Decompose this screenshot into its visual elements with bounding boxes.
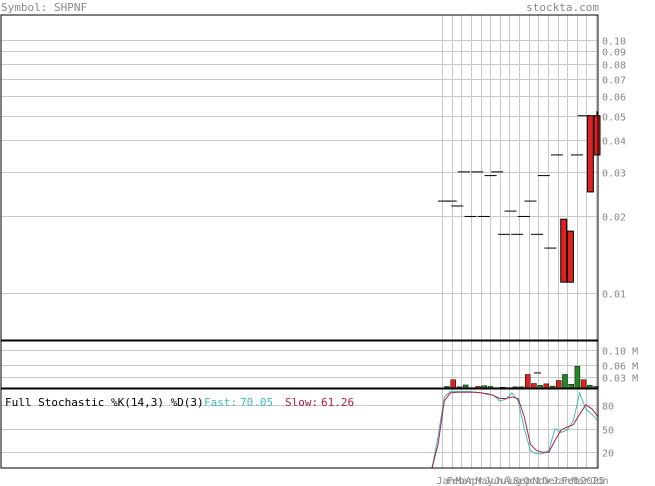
month-label: Jan: [553, 476, 571, 486]
price-tick-label: 0.03: [602, 169, 626, 180]
volume-bar: [524, 374, 531, 389]
price-tick-label: 0.02: [602, 213, 626, 224]
stochastic-title: Full Stochastic %K(14,3) %D(3): [5, 396, 204, 409]
stochastic-tick-label: 20: [602, 449, 614, 460]
month-label: Sep: [514, 476, 532, 486]
volume-bar: [556, 380, 562, 389]
price-tick-label: 0.07: [602, 76, 626, 87]
fast-value: 70.05: [240, 396, 273, 409]
volume-tick-label: 0.06 M: [602, 362, 638, 373]
stochastic-panel-frame: [0, 388, 599, 469]
volume-bar: [543, 383, 550, 389]
month-label: Feb: [447, 476, 465, 486]
slow-value: 61.26: [321, 396, 354, 409]
month-label: Aug: [504, 476, 522, 486]
stochastic-tick-label: 80: [602, 402, 614, 413]
price-candle: [560, 218, 568, 283]
label-layer: Full Stochastic %K(14,3) %D(3) Fast: 70.…: [5, 396, 354, 409]
price-tick-label: 0.09: [602, 48, 626, 59]
month-label: 2025: [581, 476, 605, 486]
month-label: Mar: [572, 476, 590, 486]
volume-bar: [580, 379, 587, 389]
price-candle: [593, 115, 601, 156]
price-tick-label: 0.06: [602, 93, 626, 104]
stochastic-slow-line: [431, 391, 599, 469]
volume-tick-label: 0.10 M: [602, 347, 638, 358]
volume-panel-frame: [0, 340, 599, 389]
price-tick-label: 0.05: [602, 113, 626, 124]
frame-layer: [0, 14, 599, 469]
volume-bar: [568, 383, 574, 389]
mark-layer: [431, 111, 601, 469]
volume-bar: [531, 383, 537, 389]
volume-tick-label: 0.03 M: [602, 374, 638, 385]
price-candle: [566, 230, 574, 283]
grid-layer: 0.010.020.030.040.050.060.070.080.090.10…: [1, 15, 638, 486]
price-candle: [586, 115, 594, 193]
price-tick-label: 0.04: [602, 137, 626, 148]
month-label: Nov: [533, 476, 551, 486]
month-label: May: [476, 476, 494, 486]
price-tick-label: 0.01: [602, 290, 626, 301]
volume-bar: [574, 365, 581, 389]
price-panel-frame: [0, 14, 599, 341]
month-label: Jun: [591, 476, 609, 486]
site-label: stockta.com: [526, 1, 599, 14]
stochastic-tick-label: 50: [602, 426, 614, 437]
price-tick-label: 0.10: [602, 37, 626, 48]
month-label: Dec: [543, 476, 561, 486]
month-label: Mar: [456, 476, 474, 486]
fast-label: Fast:: [204, 396, 237, 409]
month-label: Jan: [437, 476, 455, 486]
volume-bar: [450, 379, 456, 389]
volume-bar: [562, 374, 568, 389]
symbol-label: Symbol: SHPNF: [1, 1, 88, 14]
month-label: Feb: [562, 476, 580, 486]
month-label: Apr: [466, 476, 484, 486]
month-label: Jul: [495, 476, 513, 486]
slow-label: Slow:: [285, 396, 318, 409]
month-label: Jun: [485, 476, 503, 486]
month-label: Oct: [524, 476, 542, 486]
price-tick-label: 0.08: [602, 61, 626, 72]
